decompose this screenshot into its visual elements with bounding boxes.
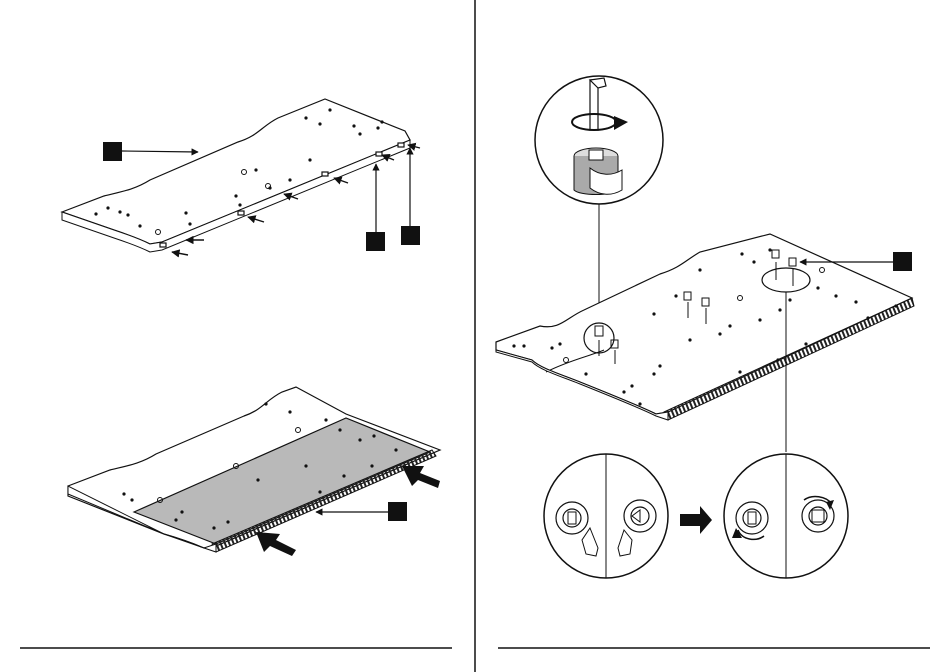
- direction-arrow-icon: [680, 506, 712, 534]
- callout-b: [366, 232, 385, 251]
- callout-a-leader: [122, 151, 198, 152]
- step-tighten-cam-locks: [496, 76, 914, 578]
- shelf-panel: [62, 99, 410, 244]
- detail-circle-unlocked: [544, 454, 668, 578]
- callout-c: [401, 226, 420, 245]
- callout-a: [103, 142, 122, 161]
- step-insert-dowels: [62, 99, 420, 255]
- callout-e: [893, 252, 912, 271]
- push-arrow-right: [402, 466, 440, 488]
- cam-lock-icon: [574, 148, 622, 195]
- callout-d: [388, 502, 407, 521]
- step-attach-back-panel: [68, 387, 440, 556]
- push-arrow-bottom: [256, 532, 296, 556]
- detail-circle-locked: [724, 454, 848, 578]
- large-panel: [496, 234, 912, 414]
